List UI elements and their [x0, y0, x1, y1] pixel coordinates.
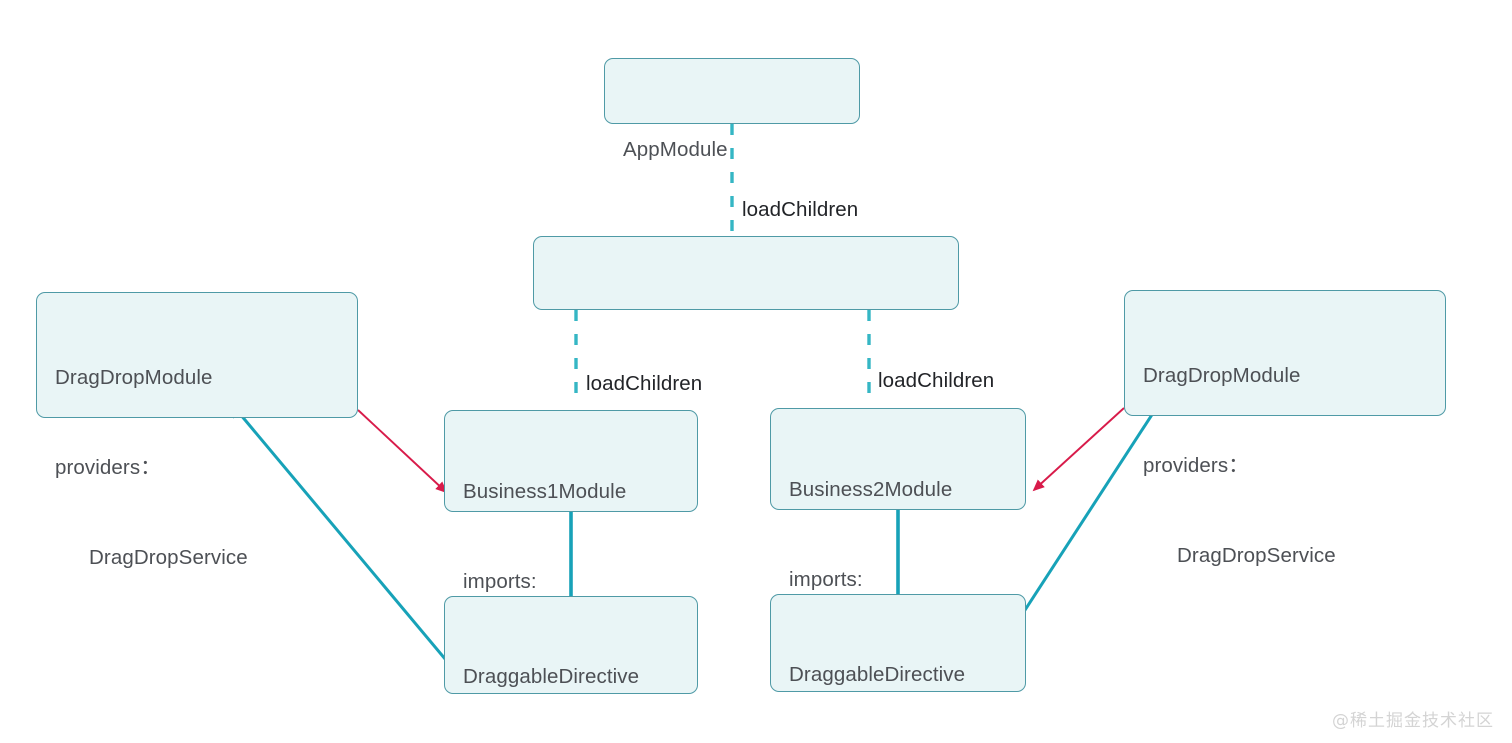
- node-app-module-line-1: AppModule: [623, 138, 728, 161]
- node-app-module[interactable]: AppModule: [604, 58, 860, 161]
- edge-label-load-children-right: loadChildren: [878, 369, 995, 392]
- node-drag-drop-module-left-line-1: DragDropModule: [55, 366, 213, 389]
- node-draggable-directive-left-line-1: DraggableDirective: [463, 665, 640, 688]
- node-drag-drop-module-left[interactable]: DragDropModule providers： DragDropServic…: [36, 292, 358, 569]
- node-drag-drop-module-right-line-1: DragDropModule: [1143, 364, 1301, 387]
- node-business1-module-line-2: imports:: [463, 570, 537, 593]
- node-business2-module[interactable]: Business2Module imports: DragDropModule: [770, 408, 1026, 681]
- node-lazy-shell-module[interactable]: [533, 236, 959, 310]
- node-business2-module-line-1: Business2Module: [789, 478, 953, 501]
- watermark: @稀土掘金技术社区: [1332, 711, 1494, 731]
- node-draggable-directive-right[interactable]: DraggableDirective Injects: DragDropServ…: [770, 594, 1026, 692]
- node-business2-module-line-2: imports:: [789, 568, 863, 591]
- node-drag-drop-module-right-line-2: providers：: [1143, 454, 1249, 477]
- node-business1-module[interactable]: Business1Module imports: DragDropModule: [444, 410, 698, 683]
- import-arrow-right: [1032, 407, 1125, 492]
- node-draggable-directive-left[interactable]: DraggableDirective Injects: DragDropServ…: [444, 596, 698, 694]
- node-drag-drop-module-right[interactable]: DragDropModule providers： DragDropServic…: [1124, 290, 1446, 567]
- node-business1-module-line-1: Business1Module: [463, 480, 627, 503]
- edge-label-load-children-top: loadChildren: [742, 198, 859, 221]
- node-drag-drop-module-left-line-2: providers：: [55, 456, 161, 479]
- import-arrow-left: [357, 409, 448, 494]
- edge-label-load-children-left: loadChildren: [586, 372, 703, 395]
- node-draggable-directive-right-line-1: DraggableDirective: [789, 663, 966, 686]
- node-drag-drop-module-left-line-3: DragDropService: [89, 546, 248, 569]
- node-drag-drop-module-right-line-3: DragDropService: [1177, 544, 1336, 567]
